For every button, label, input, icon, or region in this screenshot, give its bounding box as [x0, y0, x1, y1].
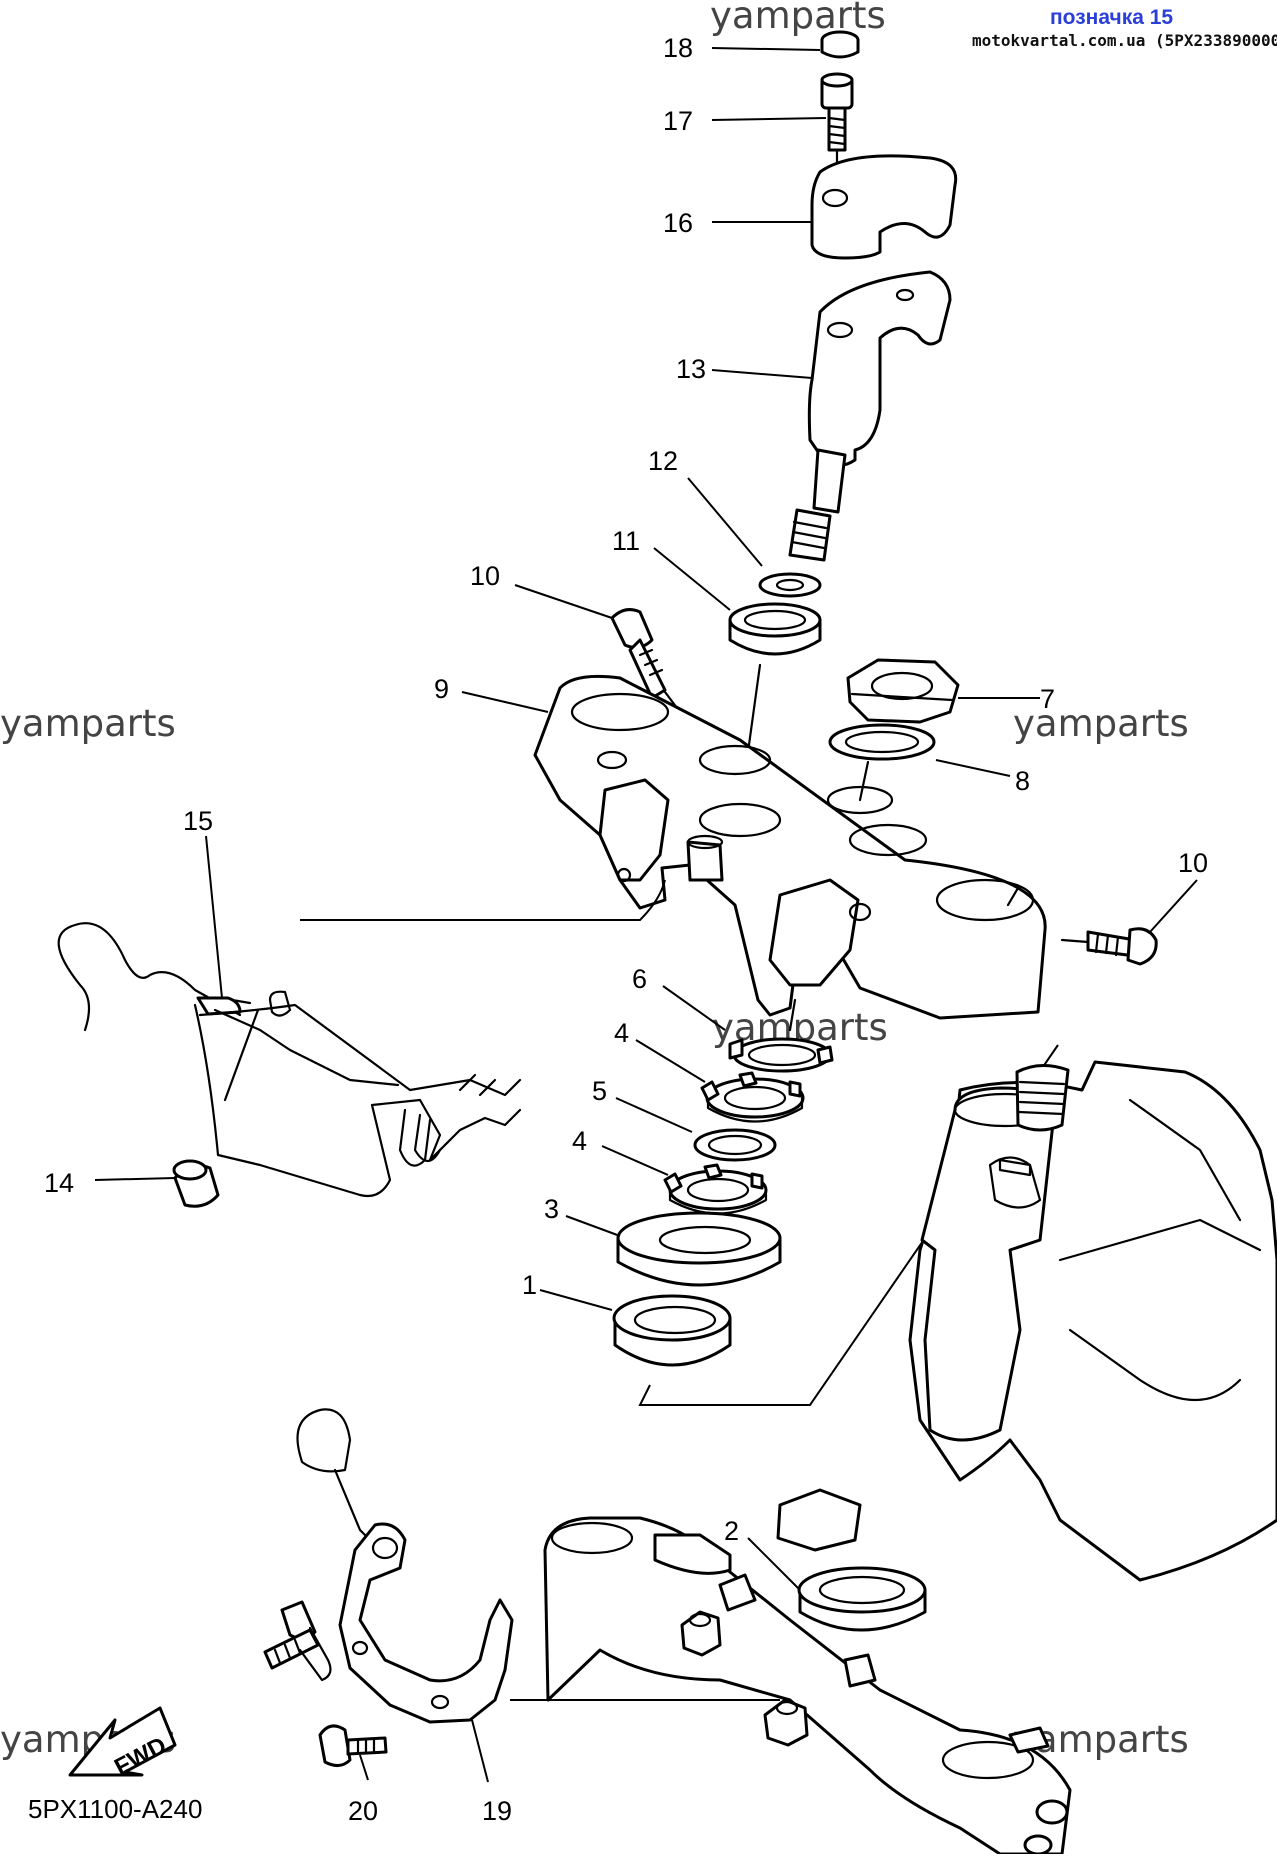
part-4-ringnut-upper — [700, 1071, 805, 1123]
part-5-washer — [693, 1128, 777, 1162]
part-13-holder-lower — [788, 270, 952, 562]
callout-9: 9 — [434, 674, 449, 704]
callout-10-right: 10 — [1178, 848, 1208, 878]
watermark: yamparts — [710, 0, 886, 37]
callout-16: 16 — [663, 208, 693, 238]
callout-7: 7 — [1040, 684, 1055, 714]
part-10-bolt-upper — [610, 608, 682, 714]
part-19-bracket — [263, 1408, 780, 1724]
part-9-upper-bracket — [533, 674, 1047, 1032]
part-20-bolt — [318, 1724, 388, 1767]
callout-10-upper: 10 — [470, 561, 500, 591]
watermark: yamparts — [1013, 702, 1189, 745]
part-8-washer — [828, 723, 936, 802]
part-7-nut — [846, 658, 960, 724]
callout-5: 5 — [592, 1076, 607, 1106]
callout-11: 11 — [612, 526, 640, 556]
callout-4-lower: 4 — [572, 1126, 587, 1156]
callout-8: 8 — [1015, 766, 1030, 796]
part-18-cap — [820, 30, 860, 59]
part-10-bolt-right — [1060, 927, 1158, 966]
callout-20: 20 — [348, 1796, 378, 1826]
callout-19: 19 — [482, 1796, 512, 1826]
callout-12: 12 — [648, 446, 678, 476]
leader-lines — [94, 47, 1198, 1783]
callout-13: 13 — [676, 354, 706, 384]
part-2-lower-bearing — [776, 1488, 927, 1632]
callout-numbers: 18 17 16 13 12 11 10 9 7 8 15 10 6 4 5 4… — [44, 33, 1208, 1826]
callout-15: 15 — [183, 806, 213, 836]
part-12-washer — [758, 572, 822, 598]
part-3-cover — [616, 1211, 782, 1287]
callout-1: 1 — [522, 1270, 537, 1300]
callout-4-upper: 4 — [614, 1018, 629, 1048]
callout-17: 17 — [663, 106, 693, 136]
part-14-cap-nut — [172, 1159, 220, 1208]
callout-3: 3 — [544, 1194, 559, 1224]
callout-6: 6 — [632, 964, 647, 994]
part-15-wire — [57, 879, 666, 1198]
part-16-holder-upper — [810, 154, 958, 260]
source-label: motokvartal.com.ua (5PX233890000) — [972, 31, 1277, 50]
part-1-bearing — [612, 1044, 1059, 1406]
part-4-ringnut-lower — [663, 1163, 768, 1215]
callout-2: 2 — [724, 1516, 739, 1546]
diagram-code: 5PX1100-A240 — [28, 1794, 202, 1824]
watermark: yamparts — [0, 702, 176, 745]
callout-14: 14 — [44, 1168, 74, 1198]
part-17-bolt — [820, 72, 854, 177]
part-6-lockwasher — [728, 1037, 834, 1073]
part-11-seal — [728, 602, 822, 754]
lower-bracket — [543, 1516, 1072, 1856]
frame-steering-head — [908, 1060, 1277, 1582]
callout-18: 18 — [663, 33, 693, 63]
title-link[interactable]: позначка 15 — [1050, 6, 1173, 29]
